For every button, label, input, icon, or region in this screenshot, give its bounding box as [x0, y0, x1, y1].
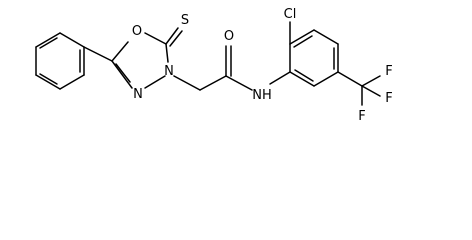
ch2-carbonyl-bond: [199, 75, 227, 91]
chemical-structure: O S N N O NH Cl F F F: [35, 7, 393, 124]
thione-sulfur-label: S: [181, 13, 189, 28]
ring-n4-label: N: [164, 64, 174, 79]
nh-aryl-bond: [269, 71, 291, 85]
fluorine-top-label: F: [385, 64, 392, 79]
atom-labels: O S N N O NH Cl F F F: [132, 7, 393, 124]
carbonyl-nh-bond: [225, 75, 253, 91]
phenyl-oxadiazole-bond: [83, 46, 113, 62]
c-f-bond-right: [361, 85, 381, 97]
carbonyl-oxygen-label: O: [224, 29, 234, 44]
n-ch2-bond: [173, 75, 201, 91]
fluorine-right-label: F: [385, 91, 392, 106]
aryl-cf3-bond: [337, 71, 363, 87]
bonds: [35, 21, 381, 106]
c-f-bond-top: [361, 75, 381, 87]
phenyl-ring: [35, 32, 85, 90]
amide-nh-label: NH: [252, 88, 272, 103]
fluorine-bottom-label: F: [358, 109, 365, 124]
chlorine-label: Cl: [284, 7, 297, 22]
ring-oxygen-label: O: [132, 24, 142, 39]
aryl-ring: [289, 29, 339, 87]
ring-n3-label: N: [133, 87, 143, 102]
oxadiazole-ring: [111, 27, 183, 89]
